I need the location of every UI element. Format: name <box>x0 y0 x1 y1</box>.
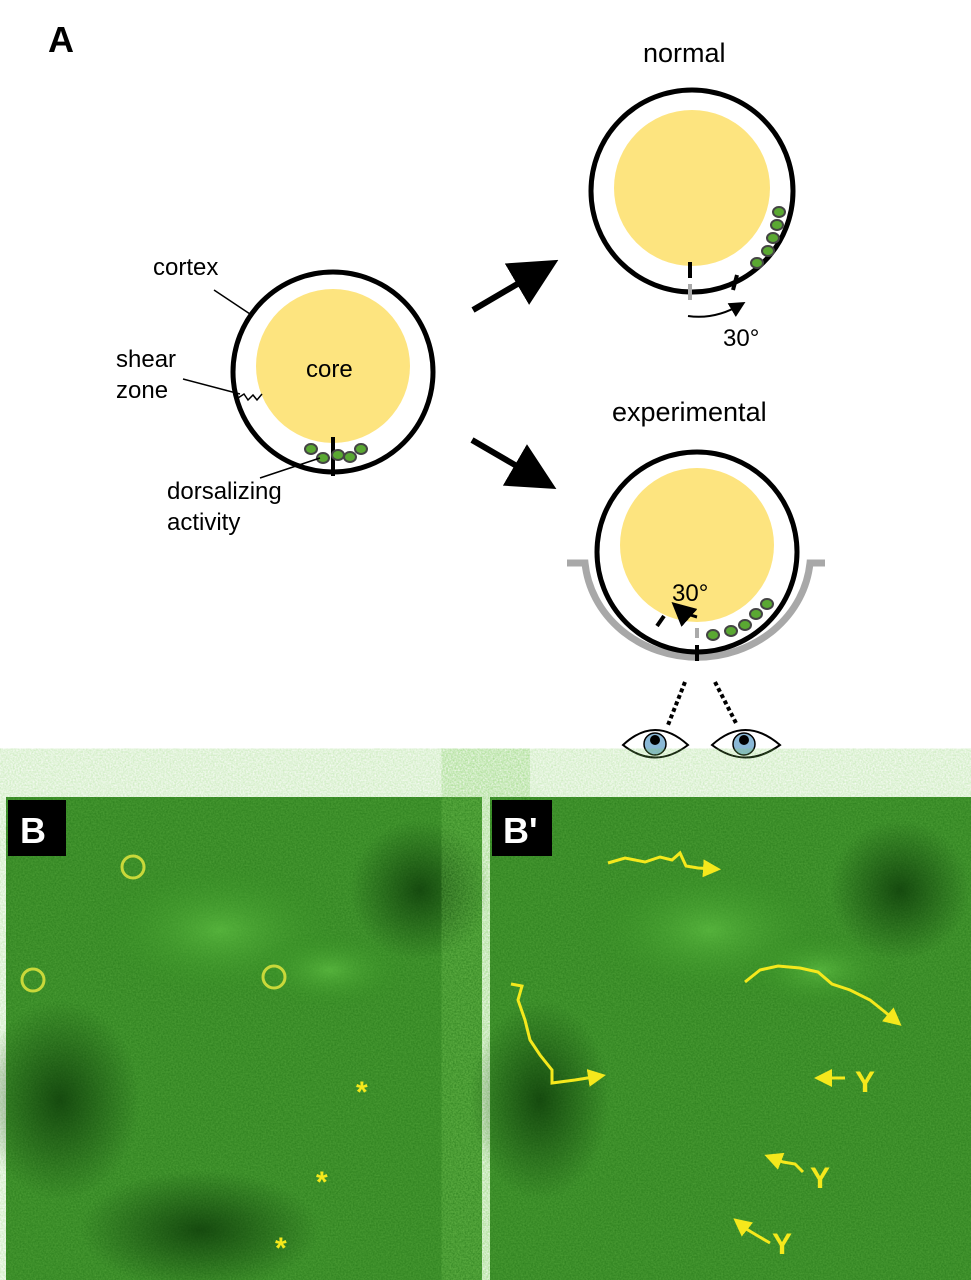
shear-leader <box>182 378 241 395</box>
experimental-angle-label: 30° <box>672 580 708 607</box>
panel-a-label: A <box>48 19 74 60</box>
shear-zone-mark <box>237 392 263 402</box>
eye-icon <box>621 729 690 759</box>
core-label: core <box>306 356 353 383</box>
experimental-title: experimental <box>612 397 767 427</box>
arrow-to-experimental <box>470 437 557 490</box>
y-marker: Y <box>810 1162 830 1195</box>
asterisk: * <box>275 1232 287 1265</box>
activity-label: activity <box>167 509 240 536</box>
core-circle <box>256 289 410 443</box>
normal-angle-label: 30° <box>723 325 759 352</box>
y-marker: Y <box>772 1228 792 1261</box>
experimental-egg-diagram: experimental 30° <box>567 397 825 759</box>
normal-egg-diagram: normal 30° <box>588 38 796 352</box>
cortex-label: cortex <box>153 254 218 281</box>
panel-b-prime-label: B' <box>503 810 538 851</box>
asterisk: * <box>316 1166 328 1199</box>
trajectories <box>510 850 902 1245</box>
dorsalizing-label: dorsalizing <box>167 478 282 505</box>
dorsal-leader <box>259 457 321 479</box>
shear-label: shear <box>116 346 176 373</box>
granules <box>304 443 368 464</box>
panel-b-prime-micrograph: B' Y Y Y <box>470 797 971 1280</box>
cortex-leader <box>213 289 251 315</box>
arrow-to-normal <box>471 259 559 313</box>
left-egg-diagram: cortex shear zone core dorsalizing activ… <box>116 254 436 536</box>
eye-icon <box>710 729 782 759</box>
asterisk: * <box>356 1076 368 1109</box>
panel-b-micrograph: B * * * <box>0 797 490 1280</box>
zone-label: zone <box>116 377 168 404</box>
granule-circles <box>20 854 287 993</box>
normal-title: normal <box>643 38 726 68</box>
y-marker: Y <box>855 1066 875 1099</box>
panel-b-label: B <box>20 810 46 851</box>
